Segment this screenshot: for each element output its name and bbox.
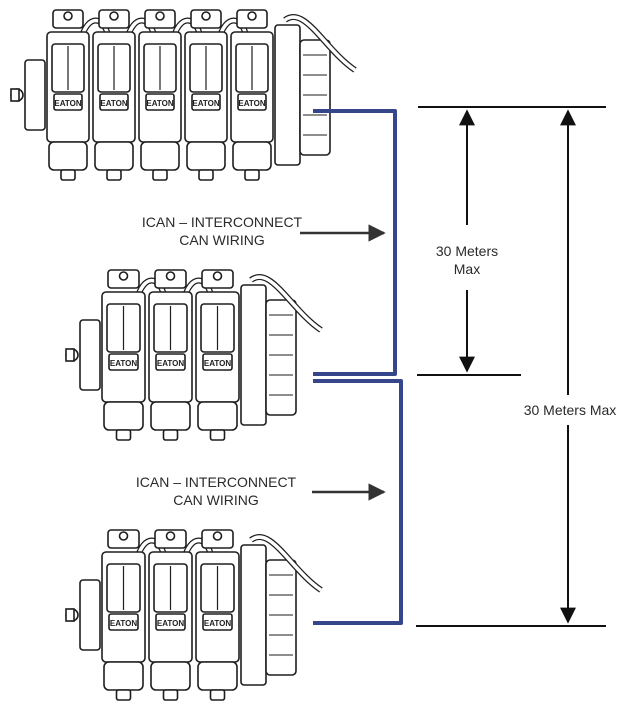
interconnect-label-2-line1: ICAN – INTERCONNECT <box>126 473 306 491</box>
valve-badge-text: EATON <box>110 359 137 368</box>
inlet-plate <box>80 580 100 650</box>
total-span-label-text: 30 Meters Max <box>510 401 630 419</box>
valve-badge-text: EATON <box>157 619 184 628</box>
valve-badge-text: EATON <box>192 99 219 108</box>
inlet-port <box>66 609 74 621</box>
valve-badge-text: EATON <box>110 619 137 628</box>
inlet-port <box>11 89 19 101</box>
interconnect-label-1-line1: ICAN – INTERCONNECT <box>132 213 312 231</box>
valve-badge-text: EATON <box>204 619 231 628</box>
valve-badge-text: EATON <box>238 99 265 108</box>
interconnect-label-2-line2: CAN WIRING <box>126 491 306 509</box>
inlet-port <box>66 349 74 361</box>
interconnect-label-2: ICAN – INTERCONNECT CAN WIRING <box>126 473 306 509</box>
valve-badge-text: EATON <box>100 99 127 108</box>
can-wiring-bus <box>313 111 401 623</box>
valve-section: EATON <box>196 530 239 700</box>
valve-bank-bottom: EATON EATON EATON <box>66 530 321 700</box>
end-cap-housing <box>241 545 266 685</box>
valve-bank-middle: EATON EATON EATON <box>66 270 321 440</box>
can-wire-middle-to-bottom <box>313 381 401 623</box>
short-span-label-line2: Max <box>422 260 512 278</box>
controller-module <box>300 40 330 155</box>
short-span-label: 30 Meters Max <box>422 242 512 278</box>
end-cap-housing <box>241 285 266 425</box>
valve-section: EATON <box>231 10 273 180</box>
valve-bank-top: EATON EATON EATON EATON EATON <box>11 10 355 180</box>
controller-module <box>266 300 296 415</box>
inlet-plate <box>80 320 100 390</box>
end-cap-housing <box>275 25 300 165</box>
inlet-plate <box>25 60 45 130</box>
controller-module <box>266 560 296 675</box>
interconnect-label-1: ICAN – INTERCONNECT CAN WIRING <box>132 213 312 249</box>
short-span-label-line1: 30 Meters <box>422 242 512 260</box>
interconnect-label-1-line2: CAN WIRING <box>132 231 312 249</box>
total-span-label: 30 Meters Max <box>510 401 630 419</box>
valve-badge-text: EATON <box>157 359 184 368</box>
valve-badge-text: EATON <box>54 99 81 108</box>
valve-badge-text: EATON <box>204 359 231 368</box>
dimension-lines <box>416 107 606 626</box>
valve-section: EATON <box>196 270 239 440</box>
valve-badge-text: EATON <box>146 99 173 108</box>
